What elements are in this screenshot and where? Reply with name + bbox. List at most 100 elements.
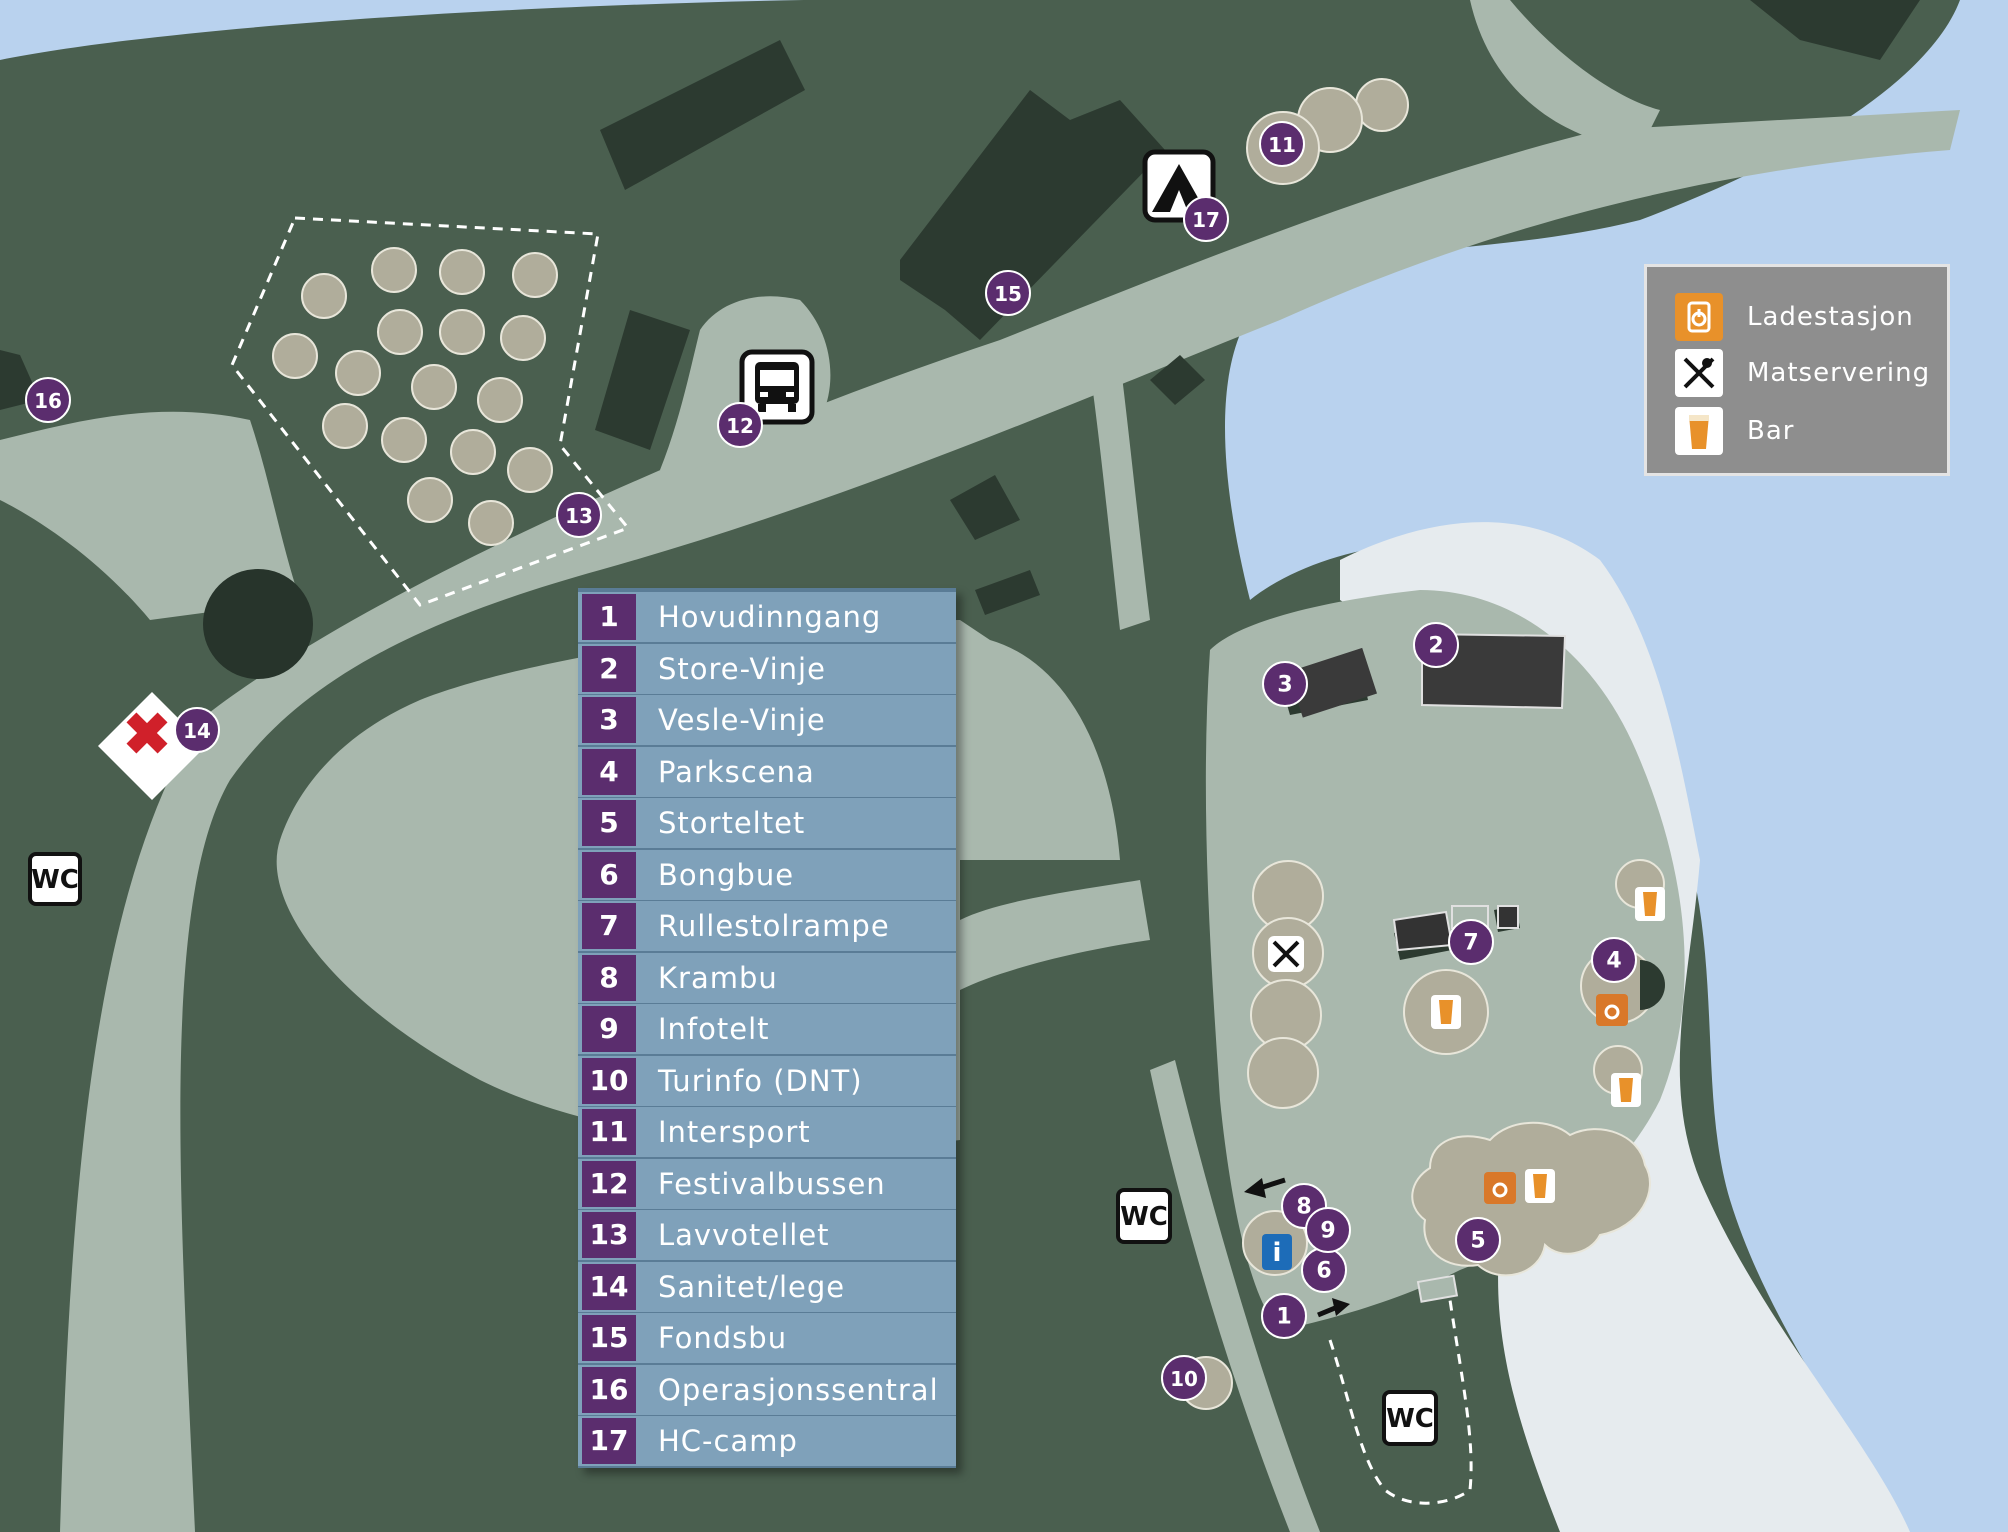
marker-number: 2 xyxy=(1428,634,1443,659)
wc-icon: WC xyxy=(28,852,82,906)
map-marker-10[interactable]: 10 xyxy=(1161,1355,1207,1401)
marker-circle xyxy=(1448,919,1494,965)
legend-row-bar: Bar xyxy=(1675,407,1945,459)
marker-circle xyxy=(1413,622,1459,668)
map-marker-14[interactable]: 14 xyxy=(174,707,220,753)
map-marker-3[interactable]: 3 xyxy=(1262,661,1308,707)
building-2 xyxy=(1421,632,1567,710)
charging-station-icon xyxy=(1484,1172,1516,1204)
legend-number-badge: 12 xyxy=(582,1160,636,1207)
marker-circle xyxy=(556,492,602,538)
beer-glass-icon xyxy=(1675,407,1723,455)
marker-number: 5 xyxy=(1470,1229,1485,1254)
marker-number: 15 xyxy=(994,282,1022,306)
lavvo-tents xyxy=(272,247,558,546)
legend-number-badge: 2 xyxy=(582,645,636,692)
bar-icons xyxy=(1431,887,1665,1203)
legend-item-16: 16 Operasjonssentral xyxy=(578,1364,956,1415)
map-marker-5[interactable]: 5 xyxy=(1455,1217,1501,1263)
marker-circle xyxy=(25,377,71,423)
legend-location-name: Vesle-Vinje xyxy=(658,703,826,737)
marker-number: 1 xyxy=(1276,1305,1291,1330)
legend-location-name: Operasjonssentral xyxy=(658,1372,939,1407)
legend-number-badge: 15 xyxy=(582,1315,636,1361)
marker-number: 3 xyxy=(1277,673,1292,698)
map-marker-13[interactable]: 13 xyxy=(556,492,602,538)
marker-circle xyxy=(717,402,763,448)
entrance-arrows xyxy=(1244,1177,1350,1318)
building-7a xyxy=(1392,910,1454,952)
legend-number-badge: 6 xyxy=(582,851,636,898)
dark-tree xyxy=(203,569,313,679)
small-structure xyxy=(1416,1274,1459,1303)
legend-row-food: Matservering xyxy=(1675,349,1945,401)
legend-number-badge: 13 xyxy=(582,1212,636,1258)
marker-number: 9 xyxy=(1320,1219,1335,1244)
marker-number: 7 xyxy=(1463,931,1478,956)
map-marker-16[interactable]: 16 xyxy=(25,377,71,423)
legend-number-badge: 11 xyxy=(582,1109,636,1155)
building-3 xyxy=(1288,647,1378,718)
legend-number-badge: 8 xyxy=(582,954,636,1001)
map-marker-4[interactable]: 4 xyxy=(1591,937,1637,983)
marker-number: 6 xyxy=(1316,1259,1331,1284)
map-marker-2[interactable]: 2 xyxy=(1413,622,1459,668)
map-marker-15[interactable]: 15 xyxy=(985,270,1031,316)
legend-location-name: Parkscena xyxy=(658,754,815,789)
bus-icon xyxy=(739,349,815,425)
legend-number-badge: 17 xyxy=(582,1418,636,1464)
map-marker-11[interactable]: 11 xyxy=(1259,121,1305,167)
marker-number: 10 xyxy=(1170,1367,1198,1391)
marker-number: 13 xyxy=(565,504,593,528)
legend-number-badge: 14 xyxy=(582,1263,636,1310)
legend-location-name: Rullestolrampe xyxy=(658,909,890,943)
legend-location-name: Festivalbussen xyxy=(658,1166,886,1201)
wc-icon: WC xyxy=(1382,1390,1438,1446)
map-marker-6[interactable]: 6 xyxy=(1301,1247,1347,1293)
legend-number-badge: 9 xyxy=(582,1006,636,1052)
legend-item-5: 5 Storteltet xyxy=(578,798,956,848)
marker-number: 16 xyxy=(34,389,62,413)
marker-circle xyxy=(1183,196,1229,242)
svg-text:WC: WC xyxy=(1386,1404,1434,1434)
info-icon: i xyxy=(1262,1234,1292,1270)
charging-station-icon xyxy=(1596,994,1628,1026)
svg-text:WC: WC xyxy=(31,865,79,895)
wc-icon: WC xyxy=(1116,1188,1172,1244)
legend-number-badge: 5 xyxy=(582,800,636,846)
marker-number: 4 xyxy=(1606,949,1621,974)
beer-glass-icon xyxy=(1611,1073,1641,1107)
legend-location-name: Fondsbu xyxy=(658,1321,788,1355)
parkscena-stage xyxy=(1640,960,1665,1010)
legend-location-name: Store-Vinje xyxy=(658,651,826,686)
legend-number-badge: 4 xyxy=(582,748,636,795)
map-marker-7[interactable]: 7 xyxy=(1448,919,1494,965)
legend-item-2: 2 Store-Vinje xyxy=(578,643,956,694)
legend-label-food: Matservering xyxy=(1747,358,1931,388)
legend-label-bar: Bar xyxy=(1747,416,1795,446)
beer-glass-icon xyxy=(1431,995,1461,1029)
entrance-path xyxy=(1328,1299,1473,1505)
map-marker-9[interactable]: 9 xyxy=(1305,1207,1351,1253)
map-marker-17[interactable]: 17 xyxy=(1183,196,1229,242)
marker-circle xyxy=(1261,1293,1307,1339)
legend-location-name: Lavvotellet xyxy=(658,1218,830,1252)
legend-item-15: 15 Fondsbu xyxy=(578,1313,956,1363)
svg-text:WC: WC xyxy=(1120,1202,1168,1232)
legend-number-badge: 16 xyxy=(582,1366,636,1413)
map-marker-12[interactable]: 12 xyxy=(717,402,763,448)
map-marker-1[interactable]: 1 xyxy=(1261,1293,1307,1339)
charging-station-icon xyxy=(1675,293,1723,341)
marker-circle xyxy=(985,270,1031,316)
legend-location-name: Storteltet xyxy=(658,806,806,840)
